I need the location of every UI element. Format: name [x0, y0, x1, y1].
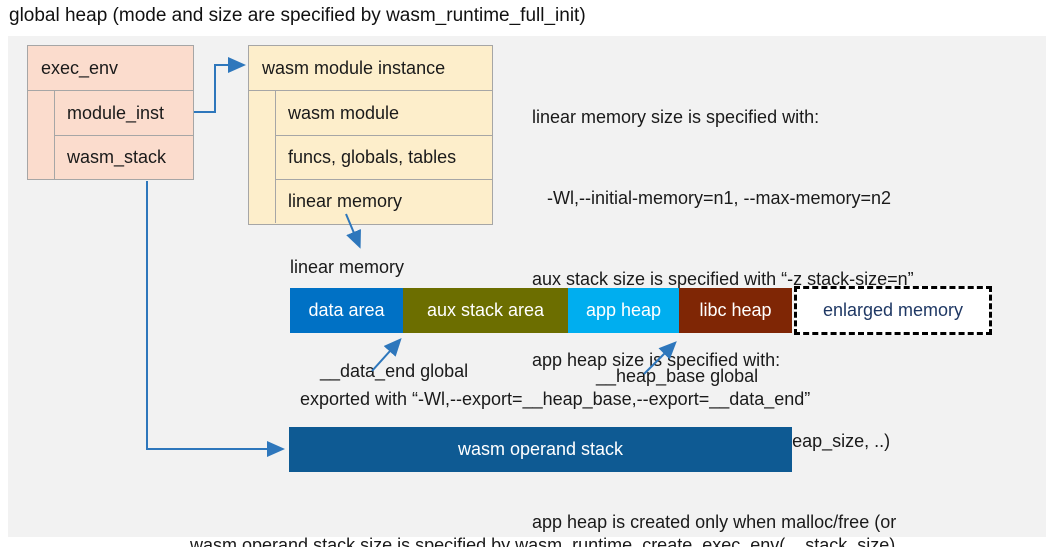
exec-env-row-module-inst: module_inst: [67, 102, 165, 123]
module-instance-title: wasm module instance: [249, 46, 492, 91]
segment-enlarged-memory: enlarged memory: [794, 286, 992, 335]
footer-block: wasm operand stack size is specified by …: [190, 478, 895, 547]
heap-base-global-label: __heap_base global: [596, 366, 759, 386]
module-instance-row-funcs-globals-tables: funcs, globals, tables: [276, 135, 492, 179]
note-line: linear memory size is specified with:: [532, 107, 820, 127]
data-end-global-label: __data_end global: [320, 361, 469, 381]
segment-libc-heap: libc heap: [679, 288, 792, 333]
segment-app-heap: app heap: [568, 288, 679, 333]
exec-env-box: exec_env module_inst wasm_stack: [27, 45, 194, 180]
module-instance-rows: wasm module funcs, globals, tables linea…: [275, 91, 492, 223]
module-instance-box: wasm module instance wasm module funcs, …: [248, 45, 493, 225]
page-title: global heap (mode and size are specified…: [9, 5, 586, 26]
note-line: -Wl,--initial-memory=n1, --max-memory=n2: [532, 188, 892, 208]
wasm-operand-stack-bar: wasm operand stack: [289, 427, 792, 472]
note-line: app heap size is specified with:: [532, 350, 781, 370]
segment-aux-stack-area: aux stack area: [403, 288, 568, 333]
note-line: app heap is created only when malloc/fre…: [532, 512, 897, 532]
exec-env-rows: module_inst wasm_stack: [54, 91, 193, 179]
note-line: aux stack size is specified with “-z sta…: [532, 269, 914, 289]
exec-env-title: exec_env: [28, 46, 193, 91]
exec-env-row-wasm-stack: wasm_stack: [55, 135, 193, 179]
footer-line: wasm operand stack size is specified by …: [190, 535, 896, 547]
exported-with-label: exported with “-Wl,--export=__heap_base,…: [300, 389, 811, 409]
module-instance-row-linear-memory: linear memory: [276, 179, 492, 223]
linear-memory-label: linear memory: [290, 257, 405, 277]
segment-data-area: data area: [290, 288, 403, 333]
module-instance-row-wasm-module: wasm module: [288, 102, 400, 123]
